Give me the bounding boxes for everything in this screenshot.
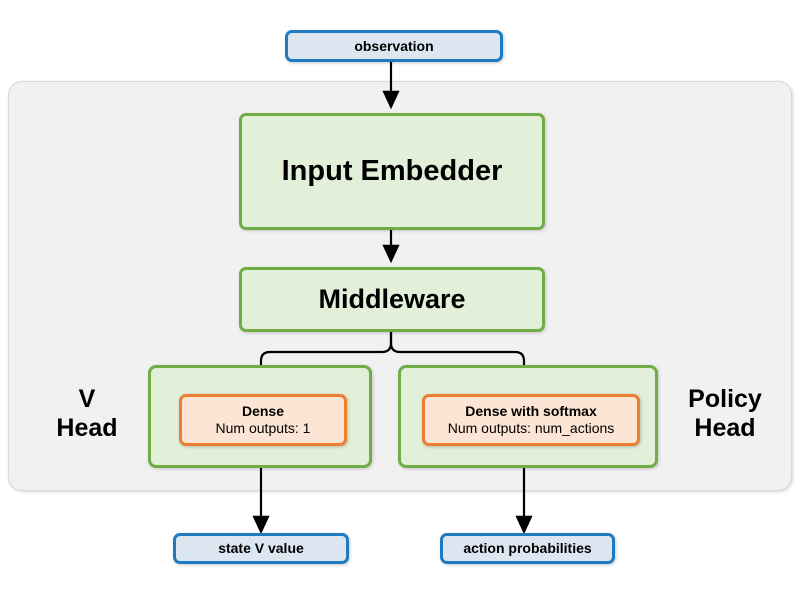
input-embedder-label: Input Embedder (281, 155, 503, 188)
observation-box[interactable]: observation (285, 30, 503, 62)
middleware-label: Middleware (318, 283, 466, 314)
policy-head-caption-line2: Head (694, 414, 756, 442)
policy-head-dense-box[interactable]: Dense with softmax Num outputs: num_acti… (422, 394, 640, 446)
action-probabilities-label: action probabilities (463, 540, 592, 557)
middleware-box[interactable]: Middleware (239, 267, 545, 332)
policy-head-caption: Policy Head (664, 385, 786, 443)
state-v-value-box[interactable]: state V value (173, 533, 349, 564)
v-head-container[interactable]: Dense Num outputs: 1 (148, 365, 372, 468)
policy-head-caption-line1: Policy (688, 385, 762, 413)
v-head-caption-line1: V (78, 385, 96, 413)
policy-head-dense-title: Dense with softmax (465, 403, 597, 420)
v-head-caption: V Head (32, 385, 142, 443)
state-v-value-label: state V value (218, 540, 304, 557)
observation-label: observation (354, 37, 434, 54)
action-probabilities-box[interactable]: action probabilities (440, 533, 615, 564)
v-head-dense-subtitle: Num outputs: 1 (215, 420, 311, 436)
v-head-caption-line2: Head (56, 414, 118, 442)
v-head-dense-box[interactable]: Dense Num outputs: 1 (179, 394, 347, 446)
v-head-dense-title: Dense (241, 403, 285, 420)
input-embedder-box[interactable]: Input Embedder (239, 113, 545, 230)
policy-head-container[interactable]: Dense with softmax Num outputs: num_acti… (398, 365, 658, 468)
policy-head-dense-subtitle: Num outputs: num_actions (447, 420, 615, 436)
